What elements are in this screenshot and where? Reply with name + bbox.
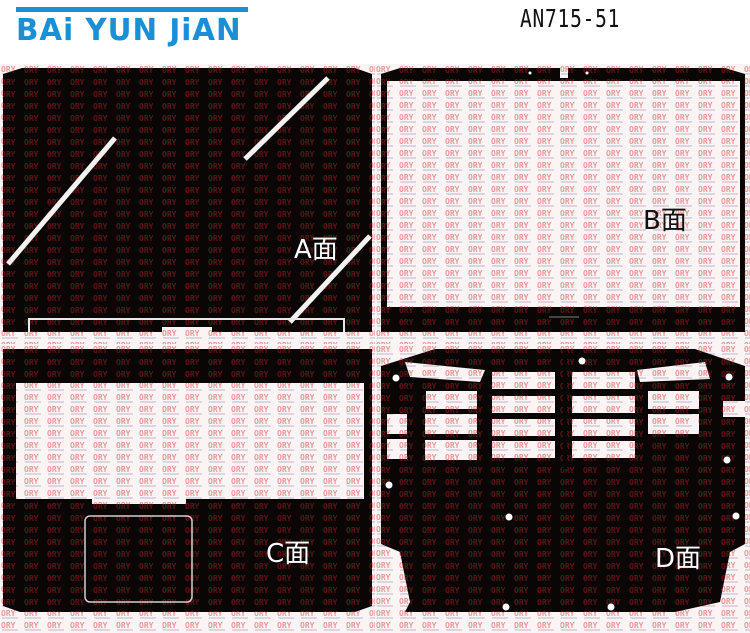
brand-name: BAi YUN JiAN <box>16 13 242 48</box>
panel-c-label: C面 <box>266 539 311 569</box>
panel-b-label: B面 <box>643 206 687 236</box>
panel-a-label: A面 <box>294 235 338 265</box>
brand-logo: BAi YUN JiAN <box>16 7 248 48</box>
panel-b-bezel: B面 <box>375 64 750 344</box>
logo-bar <box>16 7 248 12</box>
panel-c-palmrest: C面 <box>0 344 375 633</box>
model-number: AN715-51 <box>520 4 621 33</box>
panel-d-bottom: D面 <box>375 344 750 633</box>
panel-a-lid: A面 <box>0 64 375 344</box>
panel-d-label: D面 <box>655 544 702 574</box>
